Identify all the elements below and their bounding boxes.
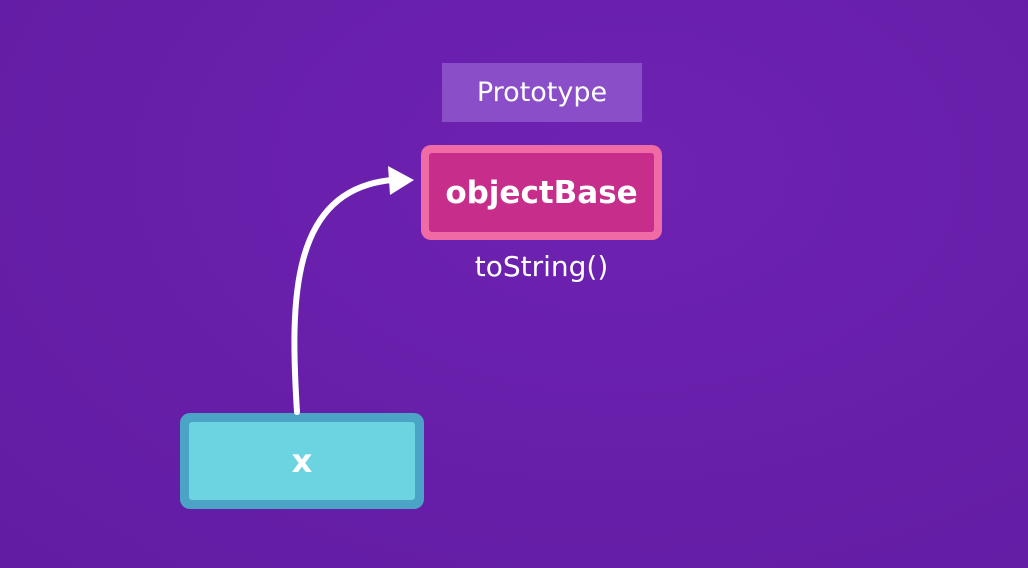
prototype-method: toString() <box>474 250 609 283</box>
arrow-head <box>388 166 414 195</box>
instance-box: x <box>180 413 424 509</box>
arrow-line <box>291 177 395 415</box>
prototype-object-box: objectBase <box>421 145 662 240</box>
prototype-object-name: objectBase <box>429 153 654 232</box>
prototype-label: Prototype <box>442 63 642 122</box>
instance-name: x <box>189 422 415 500</box>
prototype-label-text: Prototype <box>476 77 608 108</box>
